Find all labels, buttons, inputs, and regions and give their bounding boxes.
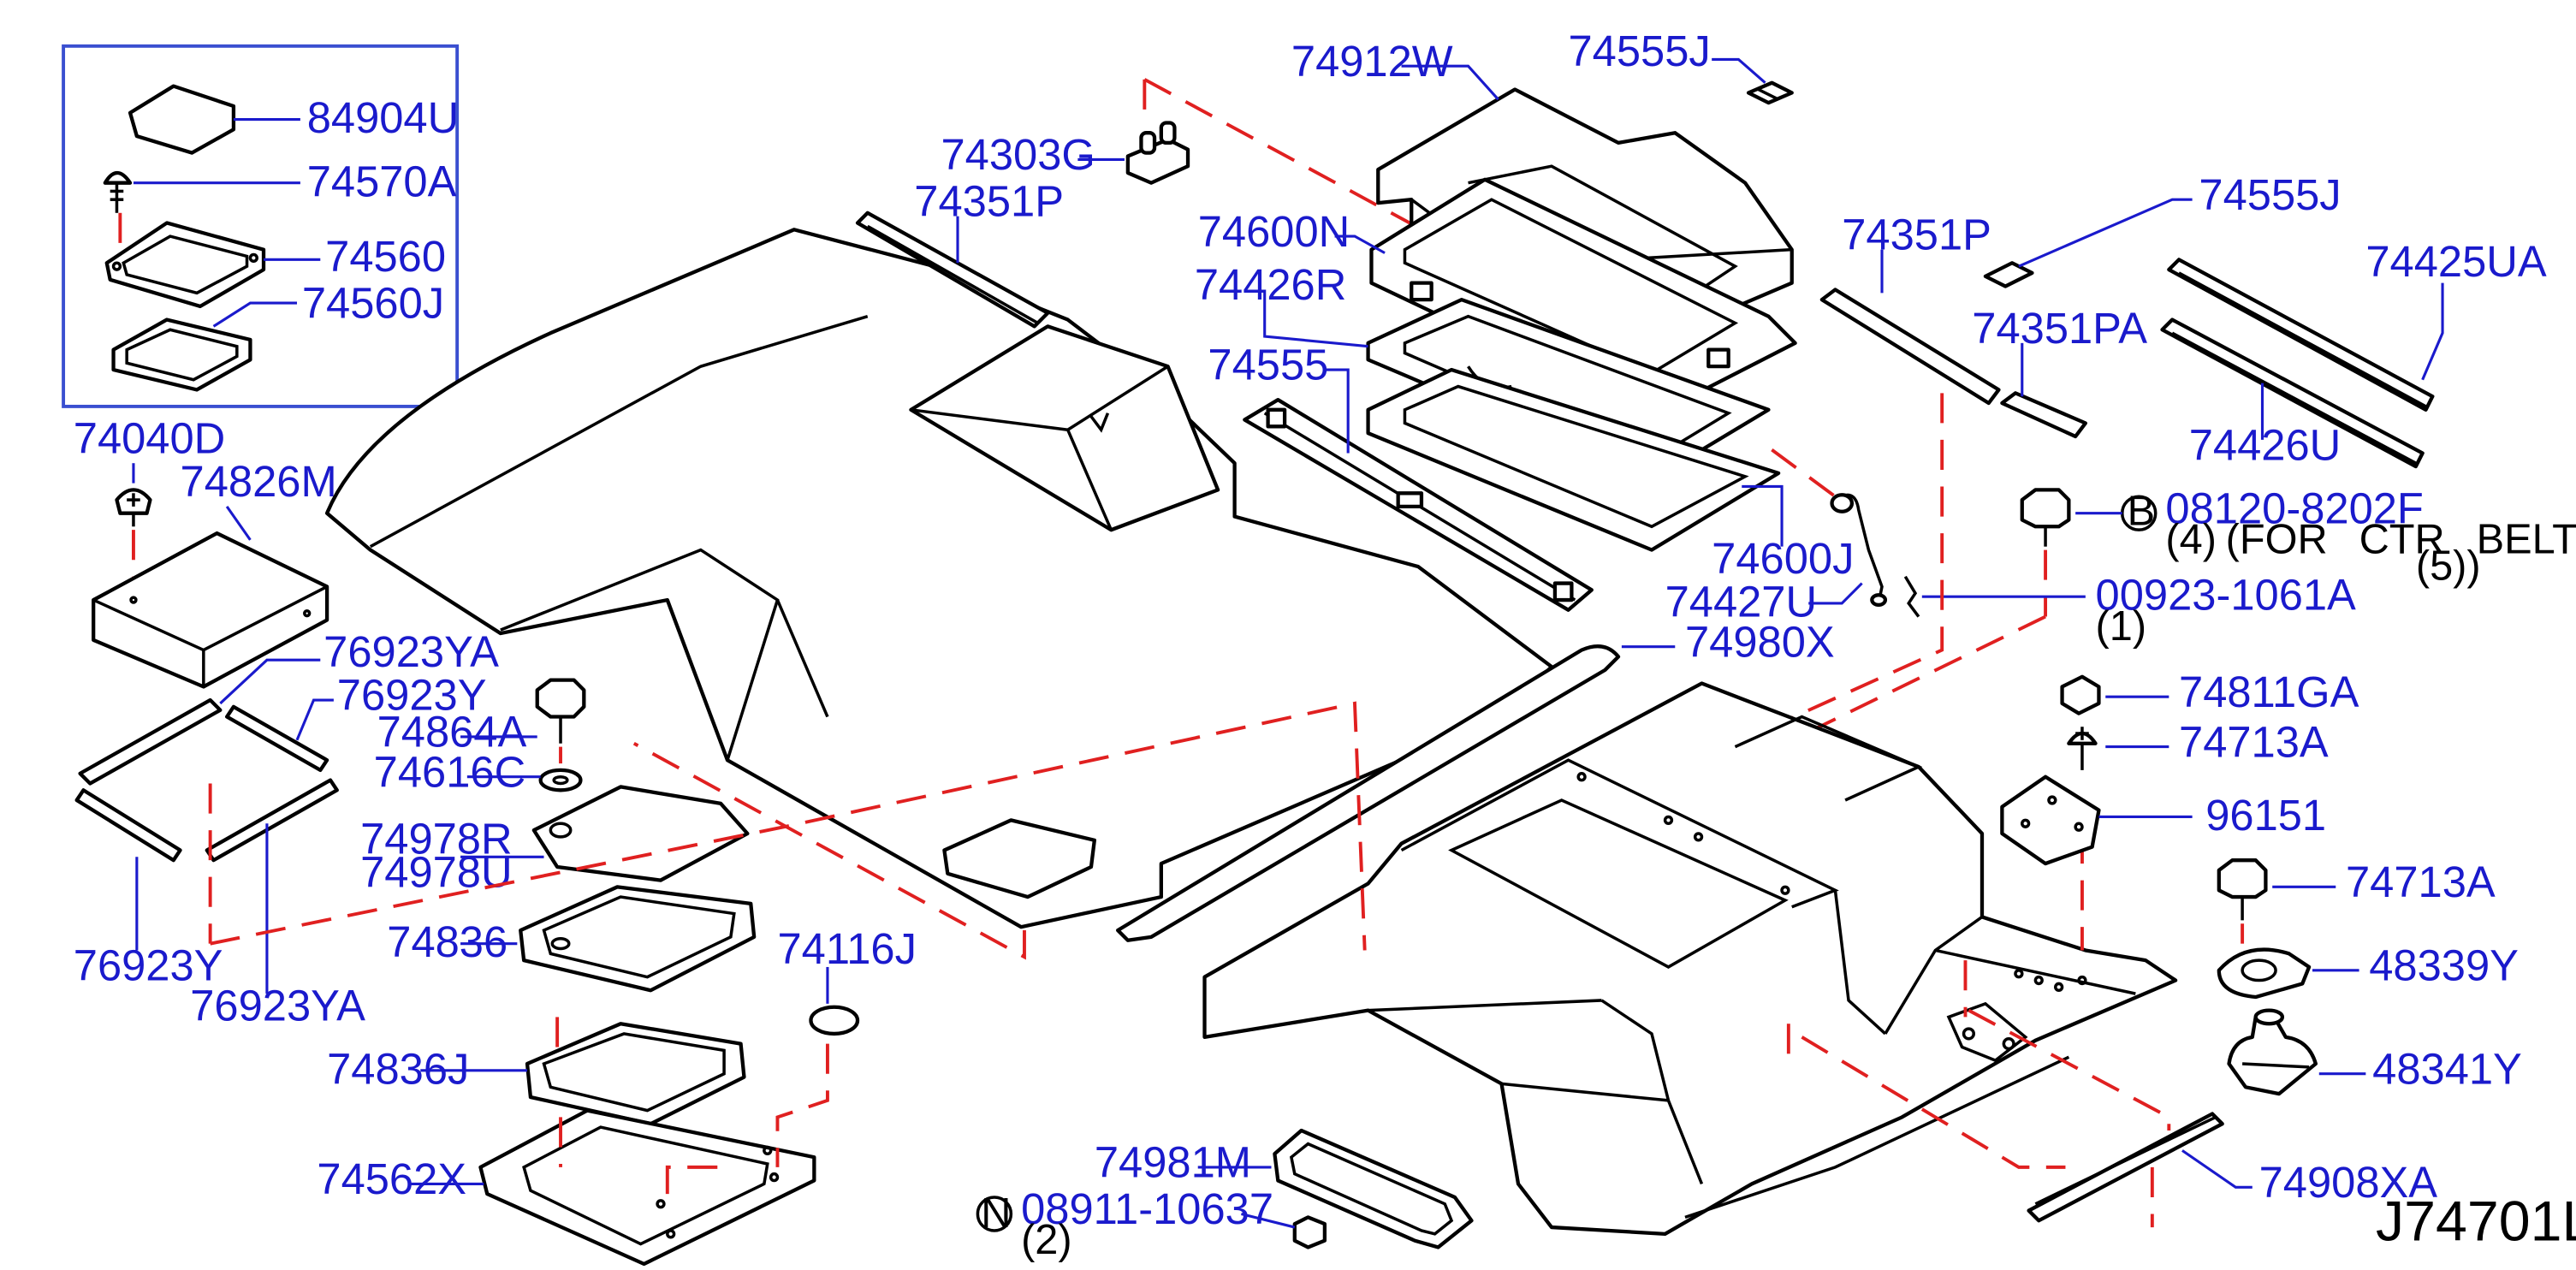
label-74600j: 74600J — [1712, 534, 1854, 583]
washer-74616c — [538, 768, 583, 792]
bracket-96151 — [2000, 774, 2101, 866]
seal-74560j — [111, 318, 252, 392]
label-74981m: 74981M — [1095, 1138, 1251, 1187]
strip-74908xa — [2027, 1112, 2224, 1223]
luggage-floor-pan — [1202, 681, 2178, 1237]
label-74570a: 74570A — [307, 157, 457, 205]
label-08120-qty: (4) — [2165, 516, 2217, 562]
clip-00923-1061a — [1903, 575, 1920, 618]
label-08120-note: (FOR CTR BELT — [2226, 516, 2576, 562]
lid-74978r — [531, 785, 750, 882]
clip-74040d — [115, 488, 152, 527]
plate-48339y — [2217, 947, 2312, 1000]
label-48339y: 48339Y — [2369, 941, 2519, 990]
bolt-74864a — [535, 678, 586, 744]
frame-74560 — [104, 221, 266, 309]
weatherstrip-set — [74, 697, 339, 863]
label-74555j-right: 74555J — [2199, 170, 2341, 219]
label-76923ya-top: 76923YA — [323, 627, 499, 676]
tray-74836 — [519, 885, 757, 993]
link-74427u — [1830, 493, 1888, 608]
tape-74555j-top — [1746, 80, 1794, 105]
gasket-74981m — [1273, 1128, 1474, 1249]
label-74836: 74836 — [387, 917, 507, 966]
label-74713a-top: 74713A — [2179, 717, 2329, 766]
label-74811ga: 74811GA — [2179, 668, 2359, 716]
diagram-code: J74701LP — [2376, 1190, 2576, 1254]
bolt-74713a-mid — [2217, 858, 2268, 921]
rail-74555 — [1243, 397, 1594, 612]
tape-74555j-right — [1983, 261, 2034, 288]
label-74560: 74560 — [325, 232, 446, 281]
mount-48341y — [2227, 1008, 2318, 1096]
label-74351p-right: 74351P — [1842, 211, 1991, 259]
strip-74425ua — [2167, 258, 2435, 412]
weatherstrip-74980x — [1116, 644, 1621, 942]
label-74040d: 74040D — [74, 414, 226, 463]
nut-callout-symbol: N — [981, 1190, 1011, 1237]
label-76923y-bottom: 76923Y — [74, 941, 223, 990]
label-08911-qty: (2) — [1021, 1217, 1072, 1263]
label-74836j: 74836J — [327, 1044, 469, 1093]
tray-74600j — [1366, 367, 1781, 552]
label-84904u: 84904U — [307, 93, 460, 142]
label-74864a: 74864A — [377, 708, 527, 757]
label-74555: 74555 — [1208, 341, 1328, 389]
cap-74811ga — [2060, 674, 2101, 715]
label-74980x: 74980X — [1685, 617, 1835, 666]
plug-74116j — [809, 1005, 860, 1036]
strip-74351p-left — [855, 211, 1050, 329]
label-74351pa: 74351PA — [1972, 304, 2147, 353]
label-74555j-top: 74555J — [1569, 27, 1711, 75]
label-74351p-left: 74351P — [914, 177, 1064, 226]
screw-74713a-top — [2067, 727, 2098, 770]
bolt-callout-symbol: B — [2128, 488, 2156, 534]
label-96151: 96151 — [2205, 791, 2326, 840]
label-74713a-mid: 74713A — [2346, 858, 2496, 906]
label-08120-note2: (5)) — [2416, 543, 2481, 590]
label-76923ya-bottom: 76923YA — [190, 981, 365, 1030]
label-74426u: 74426U — [2189, 420, 2342, 469]
label-00923-qty: (1) — [2096, 603, 2147, 650]
label-74562x: 74562X — [317, 1154, 466, 1203]
label-74912w: 74912W — [1291, 37, 1453, 86]
bolt-08120-8202f — [2020, 488, 2071, 547]
box-74826m — [92, 531, 329, 689]
label-08911-10637: 08911-10637 — [1021, 1184, 1273, 1233]
inset-panel: 84904U 74570A 74560 74560J — [62, 44, 460, 408]
panel-74562x — [478, 1108, 816, 1267]
label-74303g: 74303G — [941, 130, 1095, 179]
strip-74351p-right — [1819, 288, 2001, 406]
label-00923-1061a: 00923-1061A — [2096, 571, 2357, 620]
lid-84904u — [128, 84, 236, 155]
label-74826m: 74826M — [181, 457, 337, 506]
tray-liner-74836j — [525, 1022, 746, 1126]
tray-74426r — [1366, 298, 1771, 482]
nut-callout-circle — [976, 1196, 1013, 1232]
strip-74426u — [2160, 318, 2425, 469]
strip-74351pa — [2000, 391, 2087, 439]
label-74116j: 74116J — [777, 924, 916, 973]
label-74426r: 74426R — [1195, 260, 1347, 309]
label-74560j: 74560J — [302, 279, 444, 328]
rear-floor-trim — [324, 228, 1554, 929]
label-74425ua: 74425UA — [2365, 237, 2547, 286]
label-74908xa: 74908XA — [2259, 1158, 2438, 1207]
label-74978u: 74978U — [360, 847, 513, 896]
label-08120-8202f: 08120-8202F — [2165, 484, 2423, 532]
nut-08911-10637 — [1292, 1215, 1327, 1249]
label-74616c: 74616C — [374, 747, 526, 796]
label-48341y: 48341Y — [2372, 1044, 2522, 1093]
label-76923y-top: 76923Y — [337, 671, 487, 720]
label-74978r: 74978R — [360, 814, 513, 863]
hook-74303g — [1125, 121, 1190, 185]
label-74600n: 74600N — [1198, 207, 1350, 256]
label-74427u: 74427U — [1665, 578, 1818, 626]
screw-74570a — [103, 170, 133, 213]
